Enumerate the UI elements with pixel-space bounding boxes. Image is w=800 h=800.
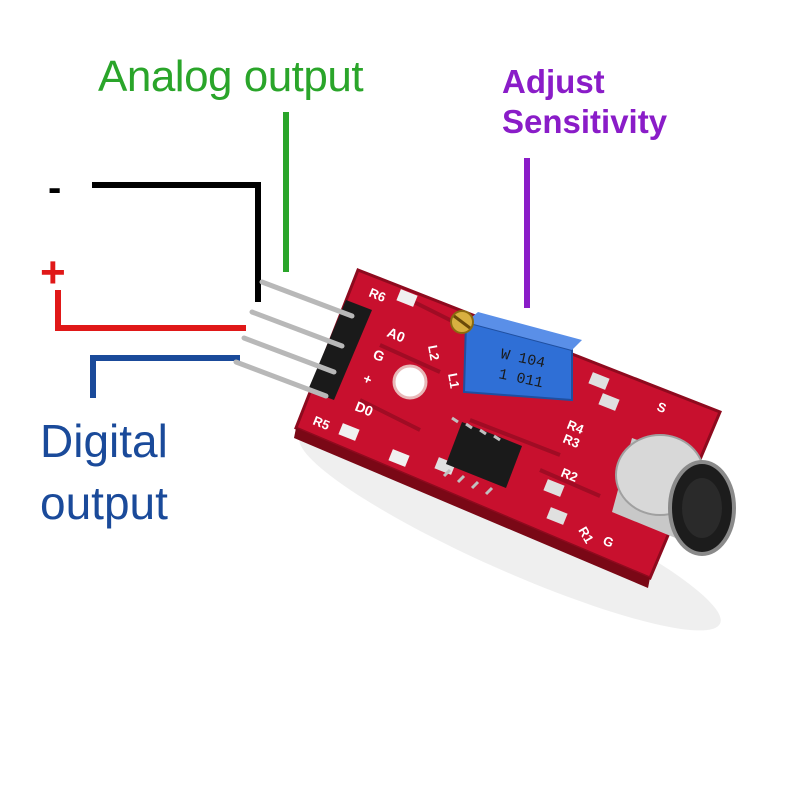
power-wire-line [55,290,246,331]
analog-output-label: Analog output [98,52,364,101]
adjust-label-line2: Sensitivity [502,103,668,140]
label-r5: R5 [311,413,332,433]
pin-label-a0: A0 [385,324,408,346]
op-amp-chip [442,416,522,496]
digital-output-label: Digital output [40,410,168,534]
pin-header [233,279,372,400]
smd-components [338,289,620,525]
digital-wire-line [90,355,240,398]
pcb-board [294,268,722,588]
mounting-hole [392,364,428,400]
label-r4: R4 [565,417,587,437]
label-r2: R2 [559,465,580,485]
adjust-label-line1: Adjust [502,63,605,100]
adjust-sensitivity-label: Adjust Sensitivity [502,62,667,142]
digital-label-line1: Digital [40,415,168,467]
power-plus-label: + [40,248,66,297]
label-l1: L1 [445,372,462,390]
ground-minus-label: - [48,166,62,210]
label-r1: R1 [575,524,596,546]
digital-label-line2: output [40,477,168,529]
ground-wire-line [92,182,261,302]
electret-microphone [612,434,736,556]
sensitivity-potentiometer: W 104 1 011 [450,310,582,402]
label-r3: R3 [561,431,582,451]
pin-label-d0: D0 [353,398,376,420]
label-l2: L2 [425,344,442,362]
label-r6: R6 [367,285,388,305]
